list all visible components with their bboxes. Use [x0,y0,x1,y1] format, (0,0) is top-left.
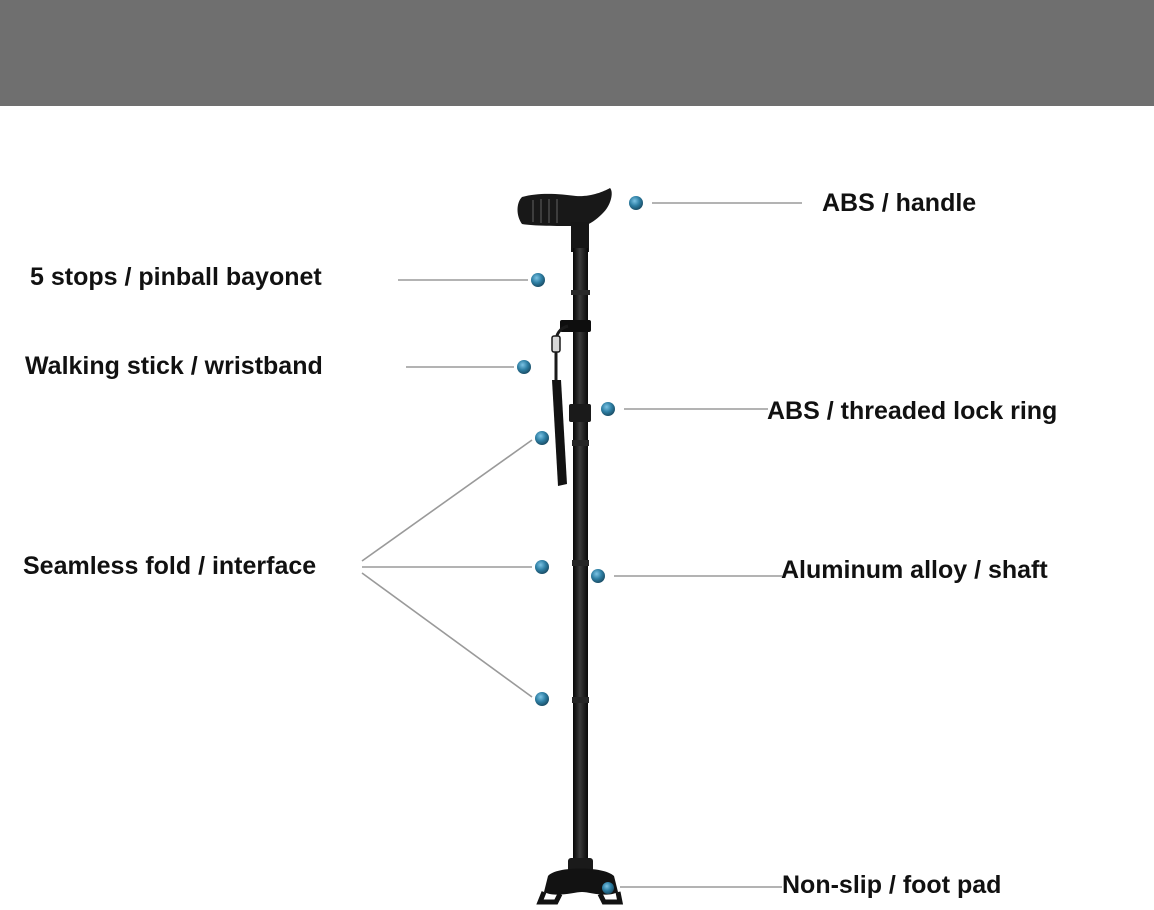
top-banner [0,0,1154,106]
foot-pad-base [544,868,618,895]
label-foot-pad: Non-slip / foot pad [782,871,1002,899]
cane-handle [517,188,612,226]
label-shaft: Aluminum alloy / shaft [781,556,1048,584]
walking-cane [517,188,624,905]
handle-neck [571,222,589,252]
marker-dot-bayonet [531,273,545,287]
wristband-buckle [551,335,561,353]
strap-collar [560,320,591,332]
label-handle: ABS / handle [822,189,977,217]
marker-dot-foot-pad [602,882,614,894]
cane-shaft [573,248,588,866]
bayonet-joint [571,290,590,295]
label-fold: Seamless fold / interface [23,552,317,580]
lock-ring [569,404,591,422]
handle-grip-ridges [532,199,558,223]
foot-collar [568,858,593,872]
marker-dot-shaft [591,569,605,583]
marker-dot-fold-3 [535,692,549,706]
marker-dots [517,196,643,894]
leader-line-fold-top [361,439,533,562]
marker-dot-fold-2 [535,560,549,574]
fold-joint-3 [572,697,589,703]
leader-line-fold-bottom [361,572,533,698]
fold-joint-2 [572,560,589,566]
marker-dot-fold-1 [535,431,549,445]
fold-joint-1 [572,440,589,446]
marker-dot-handle [629,196,643,210]
foot-pad-legs [536,891,624,905]
wristband-strap [552,380,567,486]
label-lock-ring: ABS / threaded lock ring [767,397,1058,425]
marker-dot-lock-ring [601,402,615,416]
marker-dot-wristband [517,360,531,374]
leader-lines [361,202,802,888]
label-wristband: Walking stick / wristband [25,352,323,380]
label-bayonet: 5 stops / pinball bayonet [30,263,322,291]
wristband-cord [554,324,569,380]
